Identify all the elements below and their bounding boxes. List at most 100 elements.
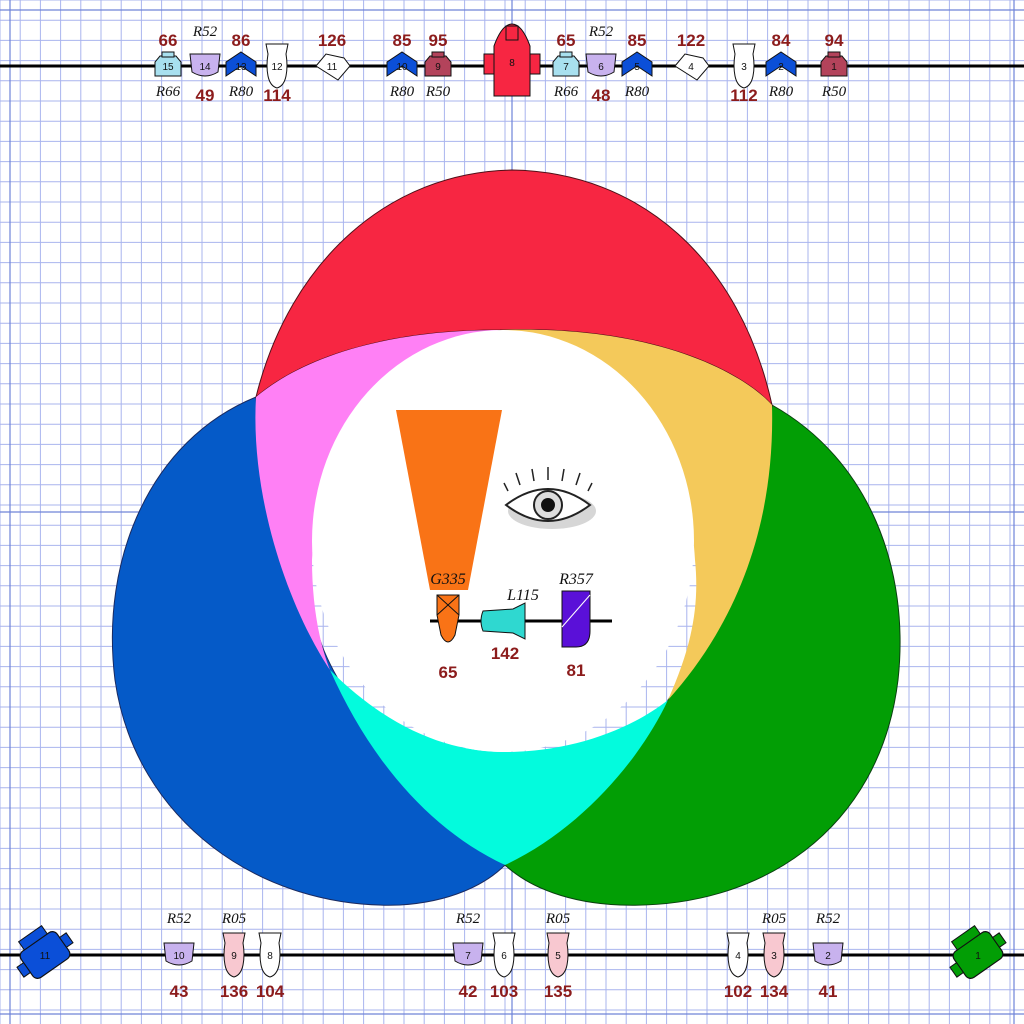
gel-label: R50 bbox=[425, 84, 451, 100]
fixture-number: 8 bbox=[509, 58, 515, 69]
fixture-number: 6 bbox=[501, 951, 507, 962]
gel-label: R80 bbox=[389, 84, 415, 100]
center-pipe-units: 65 G335 142 L115 81 R357 bbox=[430, 571, 594, 682]
dimmer-number: 102 bbox=[724, 982, 752, 1001]
dimmer-number: 136 bbox=[220, 982, 248, 1001]
gel-label: R80 bbox=[228, 84, 254, 100]
gel-label: R66 bbox=[155, 84, 181, 100]
dimmer-number: 142 bbox=[491, 644, 519, 663]
color-venn-diagram bbox=[111, 169, 901, 906]
fixture-number: 1 bbox=[831, 62, 837, 73]
dimmer-number: 126 bbox=[318, 31, 346, 50]
dimmer-number: 104 bbox=[256, 982, 285, 1001]
dimmer-number: 65 bbox=[439, 663, 458, 682]
dimmer-number: 103 bbox=[490, 982, 518, 1001]
fixture-number: 3 bbox=[771, 951, 777, 962]
gel-label: R50 bbox=[821, 84, 847, 100]
gel-label: R52 bbox=[815, 911, 841, 927]
center-fixture-2[interactable]: 142 L115 bbox=[480, 587, 539, 663]
bottom-fixture-8[interactable]: 8 104 bbox=[256, 932, 285, 1001]
bottom-fixture-11[interactable]: 11 bbox=[16, 924, 74, 981]
fixture-number: 10 bbox=[173, 951, 185, 962]
eye-icon bbox=[503, 467, 596, 529]
gel-label: L115 bbox=[506, 587, 539, 604]
dimmer-number: 49 bbox=[196, 86, 215, 105]
fixture-number: 8 bbox=[267, 951, 273, 962]
bottom-fixture-10[interactable]: 10 43 R52 bbox=[163, 911, 195, 1001]
dimmer-number: 95 bbox=[429, 31, 448, 50]
dimmer-number: 84 bbox=[772, 31, 791, 50]
gel-label: R357 bbox=[558, 571, 594, 588]
gel-label: R52 bbox=[455, 911, 481, 927]
dimmer-number: 134 bbox=[760, 982, 789, 1001]
center-fixture-3[interactable]: 81 R357 bbox=[558, 571, 594, 680]
dimmer-number: 114 bbox=[263, 86, 291, 105]
dimmer-number: 85 bbox=[393, 31, 412, 50]
bottom-fixture-6[interactable]: 6 103 bbox=[490, 932, 518, 1001]
gel-label: R52 bbox=[192, 24, 218, 40]
fixture-number: 4 bbox=[688, 62, 694, 73]
fixture-number: 11 bbox=[327, 62, 338, 73]
fixture-number: 11 bbox=[40, 951, 51, 962]
top-pipe-units: 1566R661449R521386R8012114111261085R8099… bbox=[154, 23, 848, 105]
top-fixture-14[interactable]: 14 49 R52 bbox=[189, 24, 221, 105]
dimmer-number: 48 bbox=[592, 86, 611, 105]
fixture-number: 12 bbox=[271, 62, 283, 73]
magenta-overlap bbox=[255, 330, 500, 670]
yellow-overlap bbox=[500, 329, 773, 700]
top-fixture-6[interactable]: 6 48 R52 bbox=[585, 24, 617, 105]
fixture-number: 2 bbox=[778, 62, 784, 73]
fixture-number: 9 bbox=[435, 62, 441, 73]
fixture-number: 14 bbox=[199, 62, 211, 73]
fixture-number: 10 bbox=[396, 62, 408, 73]
top-fixture-3[interactable]: 3 112 bbox=[730, 43, 758, 105]
white-center-area bbox=[312, 330, 694, 752]
dimmer-number: 85 bbox=[628, 31, 647, 50]
top-fixture-8[interactable]: 8 bbox=[483, 23, 541, 97]
bottom-fixture-4[interactable]: 4 102 bbox=[724, 932, 752, 1001]
gel-label: R52 bbox=[588, 24, 614, 40]
dimmer-number: 86 bbox=[232, 31, 251, 50]
fixture-number: 3 bbox=[741, 62, 747, 73]
gel-label: R80 bbox=[768, 84, 794, 100]
gel-label: G335 bbox=[430, 571, 466, 588]
dimmer-number: 65 bbox=[557, 31, 576, 50]
dimmer-number: 41 bbox=[819, 982, 838, 1001]
fixture-number: 5 bbox=[555, 951, 561, 962]
dimmer-number: 112 bbox=[730, 86, 757, 105]
fixture-number: 13 bbox=[235, 62, 247, 73]
dimmer-number: 81 bbox=[567, 661, 586, 680]
fixture-number: 1 bbox=[975, 951, 981, 962]
bottom-fixture-1[interactable]: 1 bbox=[949, 924, 1007, 981]
fixture-number: 7 bbox=[465, 951, 471, 962]
cyan-overlap bbox=[330, 670, 668, 865]
fixture-number: 6 bbox=[598, 62, 604, 73]
top-fixture-11[interactable]: 11 126 bbox=[315, 31, 351, 81]
top-fixture-12[interactable]: 12 114 bbox=[263, 43, 291, 105]
dimmer-number: 94 bbox=[825, 31, 844, 50]
light-beam bbox=[396, 410, 502, 590]
dimmer-number: 66 bbox=[159, 31, 178, 50]
center-fixture-1[interactable]: 65 G335 bbox=[430, 571, 466, 682]
dimmer-number: 43 bbox=[170, 982, 189, 1001]
gel-label: R52 bbox=[166, 911, 192, 927]
fixture-number: 9 bbox=[231, 951, 237, 962]
fixture-number: 4 bbox=[735, 951, 741, 962]
